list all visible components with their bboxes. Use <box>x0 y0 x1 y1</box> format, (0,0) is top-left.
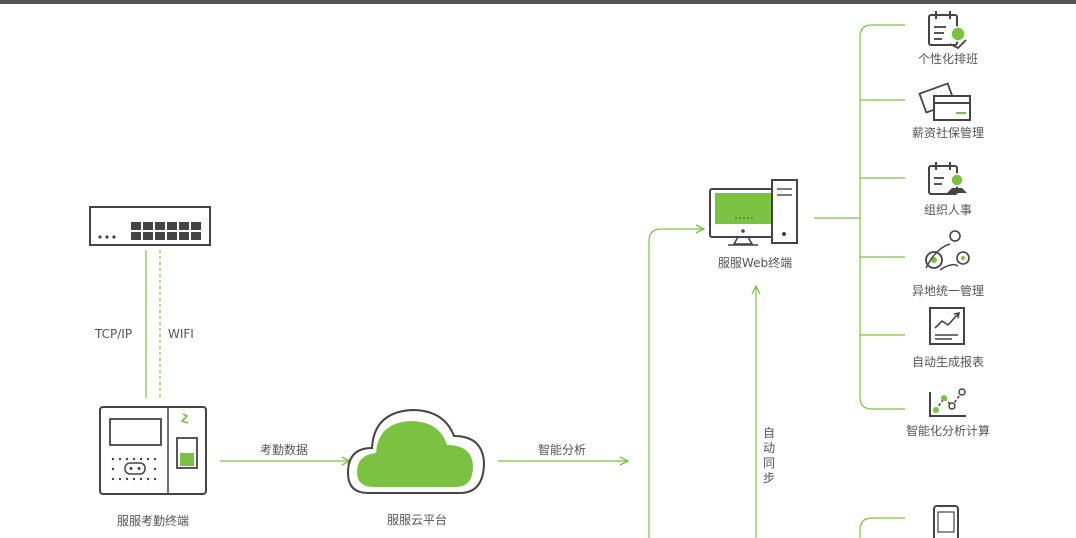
attendance-data-label: 考勤数据 <box>259 443 309 457</box>
location-icon <box>925 230 970 271</box>
feature-label-2: 组织人事 <box>923 203 973 217</box>
schedule-icon <box>928 11 967 50</box>
tcpip-label: TCP/IP <box>95 327 133 341</box>
hr-icon <box>928 162 967 195</box>
features-bracket <box>859 24 905 410</box>
network-switch-icon <box>89 206 211 246</box>
feature-label-1: 薪资社保管理 <box>911 126 985 140</box>
salary-card-icon <box>918 82 971 121</box>
cloud-label: 服服云平台 <box>386 513 448 527</box>
mobile-bracket <box>859 517 905 538</box>
mobile-phone-icon <box>933 505 959 538</box>
smart-analysis-label: 智能分析 <box>537 443 587 457</box>
web-terminal-computer-icon <box>709 179 798 246</box>
feature-label-0: 个性化排班 <box>917 52 979 66</box>
to-web-arrow <box>648 229 704 538</box>
auto-sync-label: 自动同步 <box>762 426 775 485</box>
top-border <box>0 0 1076 4</box>
feature-label-3: 异地统一管理 <box>911 284 985 298</box>
attendance-terminal-icon <box>99 406 207 495</box>
cloud-icon <box>346 408 486 494</box>
wifi-label: WIFI <box>168 327 194 341</box>
terminal-label: 服服考勤终端 <box>116 514 190 528</box>
feature-label-4: 自动生成报表 <box>911 355 985 369</box>
web-terminal-label: 服服Web终端 <box>717 256 793 270</box>
feature-label-5: 智能化分析计算 <box>905 424 991 438</box>
analysis-icon <box>929 388 966 417</box>
report-chart-icon <box>929 307 965 345</box>
